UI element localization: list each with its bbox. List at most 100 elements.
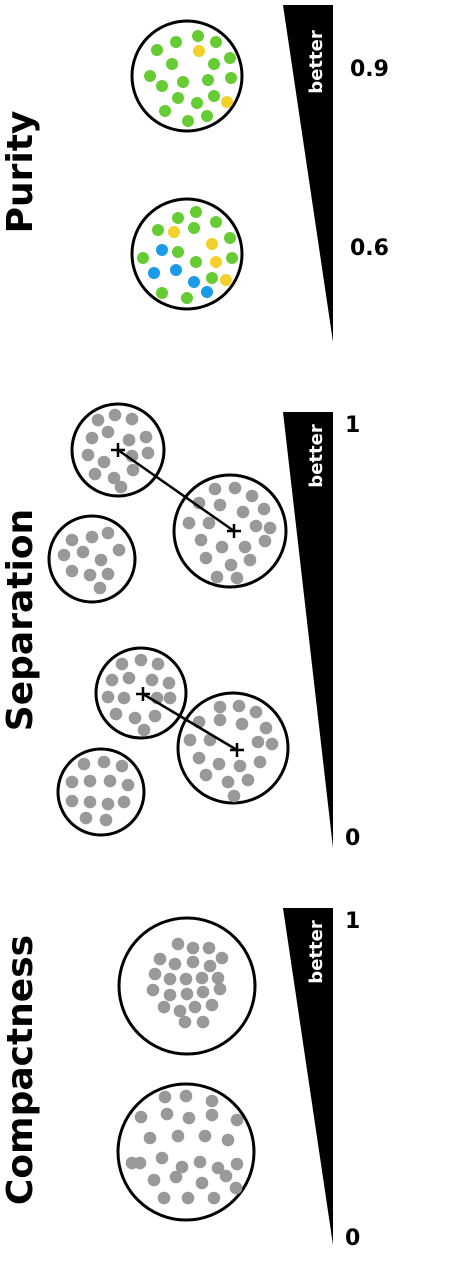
data-point — [179, 972, 193, 986]
data-point — [97, 755, 111, 769]
data-point — [263, 521, 277, 535]
centroid-distance-line — [117, 448, 235, 533]
data-point — [213, 982, 227, 996]
data-point — [166, 58, 178, 70]
data-point — [188, 222, 200, 234]
data-point — [173, 1004, 187, 1018]
data-point — [175, 1160, 189, 1174]
cluster-points — [125, 1089, 244, 1205]
cluster-outline — [116, 1082, 256, 1222]
data-point — [147, 1173, 161, 1187]
centroid-marker — [227, 524, 241, 538]
data-point — [141, 446, 155, 460]
data-point — [221, 775, 235, 789]
data-point — [128, 711, 142, 725]
data-point — [145, 673, 159, 687]
compactness-title: Compactness — [0, 935, 41, 1205]
data-point — [151, 44, 163, 56]
data-point — [159, 105, 171, 117]
data-point — [232, 699, 246, 713]
data-point — [215, 951, 229, 965]
data-point — [213, 498, 227, 512]
data-point — [213, 700, 227, 714]
data-point — [157, 1000, 171, 1014]
data-point — [91, 413, 105, 427]
data-point — [181, 1191, 195, 1205]
data-point — [180, 987, 194, 1001]
data-point — [192, 751, 206, 765]
separation-panel: Separation — [0, 402, 360, 851]
better-label: better — [306, 30, 327, 94]
cluster-outline — [117, 916, 257, 1056]
data-point — [191, 97, 203, 109]
data-point — [259, 721, 273, 735]
cluster-points — [137, 206, 238, 304]
data-point — [228, 481, 242, 495]
data-point — [101, 797, 115, 811]
data-point — [233, 759, 247, 773]
data-point — [201, 110, 213, 122]
data-point — [163, 988, 177, 1002]
data-point — [177, 76, 189, 88]
data-point — [249, 705, 263, 719]
data-point — [203, 959, 217, 973]
data-point — [192, 496, 206, 510]
separation-low-group — [56, 646, 290, 837]
cluster-points — [57, 408, 277, 595]
data-point — [107, 471, 121, 485]
data-point — [225, 72, 237, 84]
data-point — [230, 1157, 244, 1171]
data-point — [199, 768, 213, 782]
data-point — [77, 757, 91, 771]
data-point — [76, 545, 90, 559]
data-point — [226, 252, 238, 264]
data-point — [221, 1133, 235, 1147]
data-point — [210, 36, 222, 48]
data-point — [122, 671, 136, 685]
data-point — [195, 1176, 209, 1190]
data-point — [243, 553, 257, 567]
data-point — [245, 489, 259, 503]
data-point — [210, 256, 222, 268]
data-point — [101, 526, 115, 540]
data-point — [170, 264, 182, 276]
compactness-high-value: 1 — [345, 909, 360, 934]
data-point — [195, 971, 209, 985]
data-point — [126, 463, 140, 477]
data-point — [121, 778, 135, 792]
data-point — [81, 448, 95, 462]
data-point — [207, 1191, 221, 1205]
purity-title: Purity — [0, 111, 41, 234]
data-point — [88, 467, 102, 481]
data-point — [192, 30, 204, 42]
data-point — [125, 449, 139, 463]
compactness-high-cluster — [117, 916, 257, 1056]
data-point — [122, 433, 136, 447]
data-point — [117, 795, 131, 809]
data-point — [114, 480, 128, 494]
data-point — [112, 543, 126, 557]
data-point — [139, 430, 153, 444]
data-point — [230, 571, 244, 585]
data-point — [229, 1181, 243, 1195]
data-point — [182, 516, 196, 530]
data-point — [205, 1108, 219, 1122]
data-point — [158, 1090, 172, 1104]
data-point — [168, 226, 180, 238]
data-point — [171, 1129, 185, 1143]
data-point — [170, 36, 182, 48]
data-point — [230, 1113, 244, 1127]
centroid-distance-line — [142, 692, 238, 752]
separation-low-value: 0 — [345, 826, 360, 851]
data-point — [213, 713, 227, 727]
centroid-marker — [136, 687, 150, 701]
data-point — [137, 723, 151, 737]
data-point — [208, 90, 220, 102]
data-point — [220, 274, 232, 286]
data-point — [206, 272, 218, 284]
data-point — [172, 92, 184, 104]
data-point — [171, 937, 185, 951]
data-point — [109, 707, 123, 721]
data-point — [224, 52, 236, 64]
